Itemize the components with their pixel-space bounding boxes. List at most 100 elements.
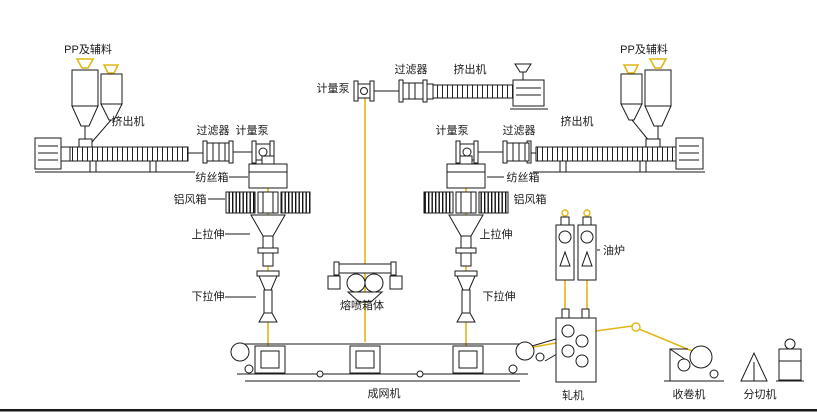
burner-2 <box>583 209 591 217</box>
draw-diffuser <box>456 312 476 323</box>
hopper-cone <box>620 103 643 121</box>
hopper-cone <box>71 105 99 127</box>
slitter <box>740 338 804 382</box>
flange <box>202 140 208 164</box>
exit-guides <box>531 338 558 362</box>
label-materials-right: PP及辅料 <box>620 42 668 56</box>
label-pump-middle: 计量泵 <box>317 82 350 95</box>
draw-funnel <box>456 275 476 291</box>
barrel <box>535 146 677 162</box>
screw-down <box>561 308 570 319</box>
belt-roller <box>230 342 250 362</box>
flame-icon <box>559 250 571 267</box>
calender-roll <box>575 354 589 368</box>
belt-roller <box>316 370 324 378</box>
label-winder: 收卷机 <box>673 387 706 401</box>
calender <box>555 308 597 383</box>
furnace-dial <box>580 230 594 244</box>
middle-filter <box>374 79 433 103</box>
left-upper-draw <box>250 214 286 267</box>
end-cap <box>333 261 340 276</box>
label-slitter: 分切机 <box>744 387 777 401</box>
barrel <box>69 146 189 162</box>
calender-roll <box>575 334 589 348</box>
die-body <box>346 273 366 293</box>
left-air-box <box>225 191 311 214</box>
inlet <box>261 155 275 165</box>
air-channel <box>455 191 477 214</box>
support <box>149 160 157 173</box>
suction-box-inner <box>458 350 478 369</box>
label-air-box-right: 铝风箱 <box>514 192 547 206</box>
barrel <box>432 84 514 99</box>
forming-machine <box>230 338 558 382</box>
spin-box-body <box>446 163 486 189</box>
flange <box>353 80 359 102</box>
image-bottom-border <box>0 409 817 412</box>
guide-roll <box>631 322 641 332</box>
suction-box-inner <box>355 350 375 369</box>
draw-flange <box>256 270 280 277</box>
right-extruder <box>531 137 705 173</box>
label-spin-box-right: 纺丝箱 <box>507 170 540 184</box>
right-air-box <box>423 191 509 214</box>
hopper-body <box>620 73 643 105</box>
hopper-body <box>644 69 672 107</box>
label-upper-draw-right: 上拉伸 <box>480 227 513 241</box>
hopper-cone <box>644 105 672 127</box>
filter-body <box>402 82 424 100</box>
draw-funnel <box>258 275 278 291</box>
left-filter <box>202 140 252 164</box>
calender-roll <box>561 324 575 338</box>
motor-vents <box>679 145 699 161</box>
slitter-lines <box>776 360 804 382</box>
head-flange <box>426 83 434 100</box>
channel-walls <box>262 192 274 213</box>
side-wing <box>389 275 403 290</box>
motor-vents <box>38 145 58 161</box>
flange <box>369 80 375 102</box>
belt-roller <box>515 341 535 361</box>
winder <box>664 345 724 382</box>
draw-tube <box>263 289 273 314</box>
support <box>639 160 647 173</box>
flange <box>473 140 479 164</box>
support <box>559 160 567 173</box>
draw-funnel <box>250 214 286 237</box>
label-upper-draw-left: 上拉伸 <box>192 227 225 241</box>
air-box-right-half <box>280 191 311 214</box>
leader-lines <box>208 176 600 298</box>
flame-icon <box>581 250 593 267</box>
air-box-left-half <box>423 191 454 214</box>
filter-ribs <box>512 143 526 161</box>
oil-furnace <box>555 216 597 281</box>
filter-body <box>506 142 530 162</box>
hopper-pipe <box>91 119 112 143</box>
draw-flange <box>454 270 478 277</box>
label-calender: 轧机 <box>562 388 584 402</box>
label-pump-right: 计量泵 <box>436 124 469 137</box>
support-roll <box>709 369 719 379</box>
channel-walls <box>460 192 472 213</box>
air-channel <box>257 191 279 214</box>
web-guide-to-winder <box>638 328 698 354</box>
die-body <box>364 273 384 293</box>
draw-flange <box>455 247 477 254</box>
screw-down <box>581 308 590 319</box>
hopper-body <box>71 69 99 107</box>
die-tip <box>346 291 384 303</box>
flange <box>228 140 234 164</box>
flange <box>398 79 404 103</box>
motor-vents <box>516 87 541 96</box>
feed-inlet <box>645 138 661 148</box>
filter-ribs <box>408 83 416 99</box>
motor <box>512 79 545 107</box>
label-forming-machine: 成网机 <box>368 386 401 400</box>
right-upper-draw <box>448 214 484 267</box>
feed-funnel-right-a <box>648 58 668 69</box>
feed-funnel-left-a <box>75 58 95 69</box>
label-extruder-left: 挤出机 <box>112 114 145 128</box>
draw-flange <box>257 247 279 254</box>
left-extruder <box>34 137 203 173</box>
